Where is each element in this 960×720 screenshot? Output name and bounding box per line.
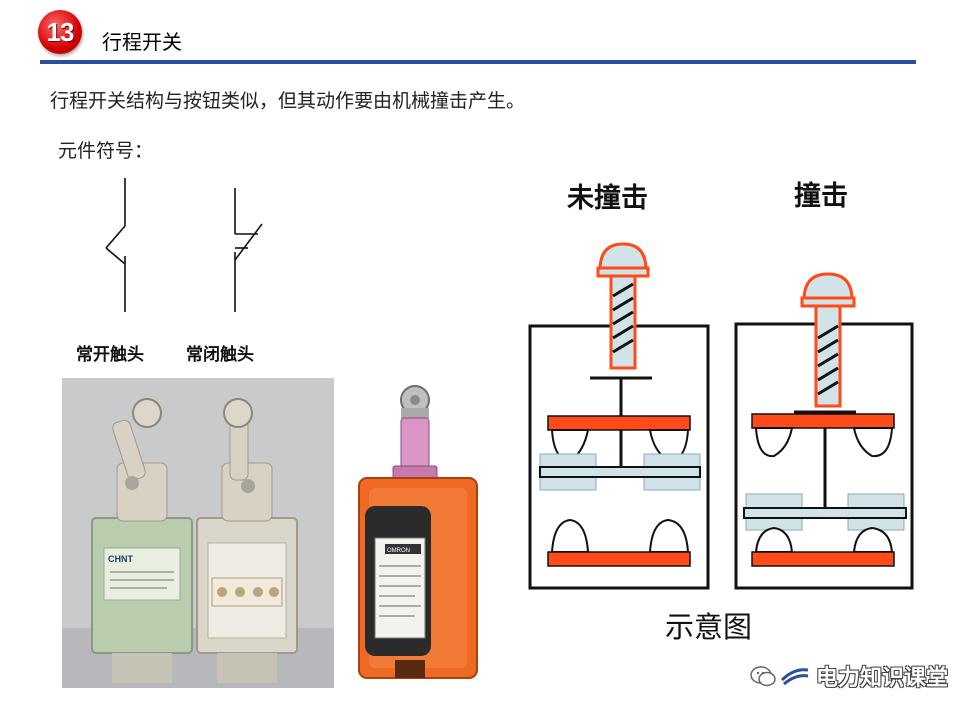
- wechat-icon: [750, 665, 776, 687]
- symbol-heading: 元件符号：: [58, 136, 153, 163]
- not-pressed-label: 未撞击: [567, 176, 648, 215]
- watermark: 电力知识课堂: [750, 660, 948, 692]
- normally-open-symbol: [106, 178, 125, 312]
- logo-icon: [780, 666, 810, 686]
- photo-orange-limit-switch: OMRON: [345, 378, 485, 688]
- normally-closed-caption: 常闭触头: [186, 340, 254, 365]
- normally-closed-symbol: [235, 188, 262, 312]
- pressed-schematic: [736, 274, 912, 588]
- title-divider: [40, 60, 916, 64]
- switch-schematic: [520, 230, 920, 600]
- photo-brand-small: OMRON: [387, 548, 410, 554]
- watermark-text: 电力知识课堂: [816, 660, 948, 692]
- normally-open-caption: 常开触头: [76, 340, 144, 365]
- intro-text: 行程开关结构与按钮类似，但其动作要由机械撞击产生。: [50, 86, 525, 113]
- not-pressed-schematic: [530, 244, 708, 588]
- slide-title: 行程开关: [102, 26, 182, 55]
- contact-symbols: [90, 170, 290, 320]
- photo-chnt-limit-switches: CHNT: [62, 378, 334, 688]
- photo-brand-text: CHNT: [108, 554, 133, 564]
- diagram-caption: 示意图: [665, 604, 752, 646]
- slide-number-badge: 13: [38, 10, 82, 54]
- pressed-label: 撞击: [794, 174, 848, 213]
